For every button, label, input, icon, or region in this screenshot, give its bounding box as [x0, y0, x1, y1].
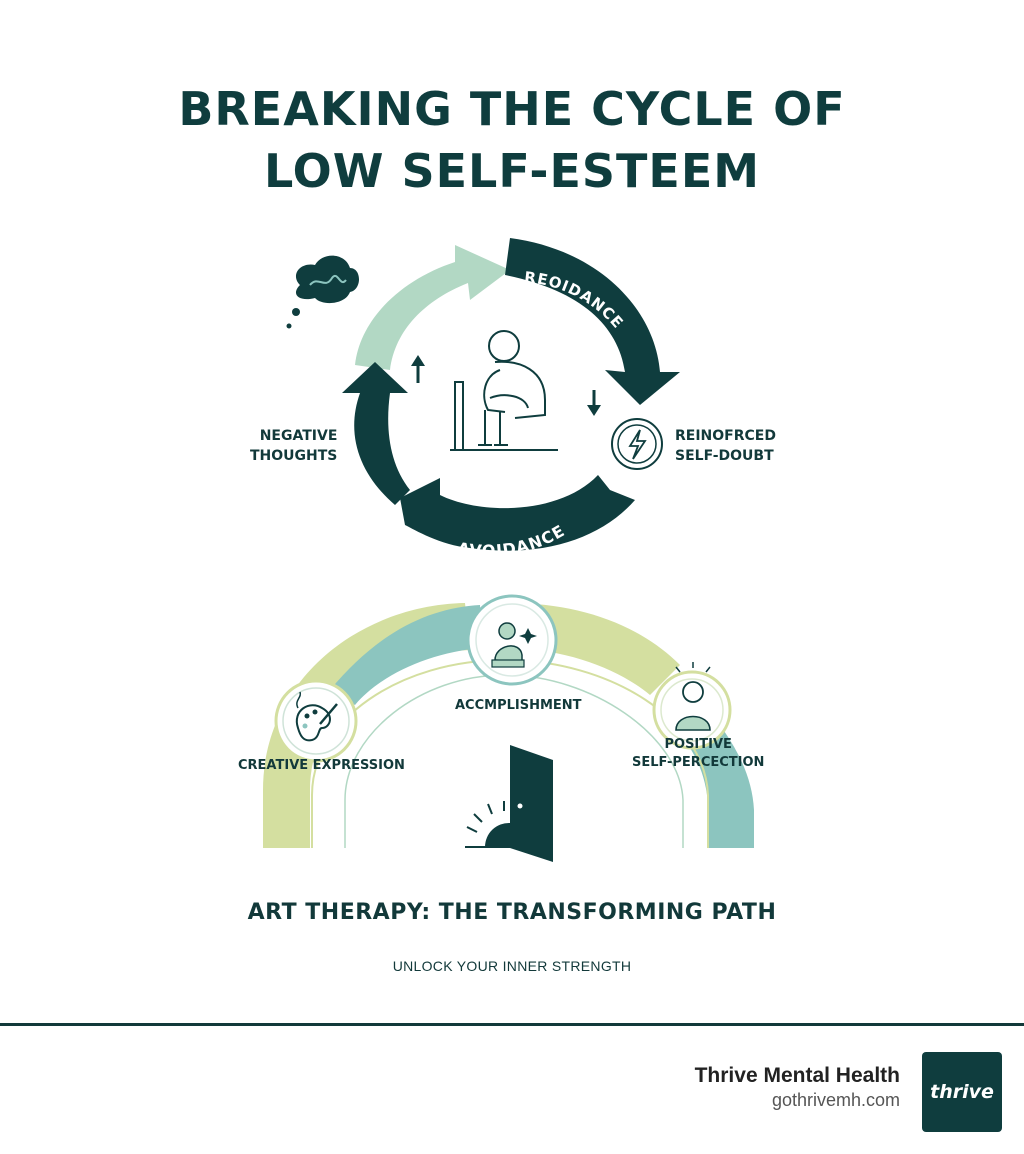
palette-icon	[274, 679, 358, 763]
brand-name: Thrive Mental Health	[694, 1064, 900, 1087]
up-arrow-icon	[411, 355, 425, 383]
label-positive-line-2: SELF-PERCECTION	[632, 755, 765, 770]
path-title: ART THERAPY: THE TRANSFORMING PATH	[247, 900, 777, 925]
cycle-arrow-avoidance: AVOIDANCE	[400, 475, 635, 560]
title-line-2: LOW SELF-ESTEEM	[263, 144, 761, 198]
cycle-arrow-light	[355, 245, 510, 370]
label-reinforced-line-1: REINOFRCED	[675, 428, 776, 444]
label-accomplishment: ACCMPLISHMENT	[455, 698, 582, 713]
down-arrow-icon	[587, 390, 601, 416]
seated-person-icon	[450, 330, 558, 451]
label-negative-thoughts: NEGATIVE THOUGHTS	[250, 426, 337, 466]
label-creative-expression: CREATIVE EXPRESSION	[238, 758, 405, 773]
meditating-figure-icon	[466, 594, 558, 686]
lightning-bolt-icon	[611, 418, 663, 470]
person-icon	[652, 662, 732, 750]
title-line-1: BREAKING THE CYCLE OF	[178, 82, 846, 136]
footer-divider	[0, 1023, 1024, 1026]
label-reinforced-self-doubt: REINOFRCED SELF-DOUBT	[675, 426, 776, 466]
page-title: BREAKING THE CYCLE OF LOW SELF-ESTEEM	[0, 78, 1024, 202]
label-positive-line-1: POSITIVE	[664, 737, 732, 752]
path-subtitle: UNLOCK YOUR INNER STRENGTH	[392, 958, 632, 974]
cycle-arrow-reoidance: REOIDANCE	[505, 238, 680, 405]
brand-logo: thrive	[922, 1052, 1002, 1132]
thought-cloud-icon	[286, 255, 359, 329]
sunrise-icon	[465, 801, 510, 848]
cycle-arrow-left	[342, 362, 410, 505]
label-positive-self-perception: POSITIVE SELF-PERCECTION	[632, 736, 764, 772]
open-door-icon	[510, 745, 553, 862]
label-negative-line-1: NEGATIVE	[259, 428, 338, 444]
label-reinforced-line-2: SELF-DOUBT	[675, 448, 774, 464]
label-negative-line-2: THOUGHTS	[250, 448, 338, 464]
brand-url[interactable]: gothrivemh.com	[771, 1090, 900, 1110]
